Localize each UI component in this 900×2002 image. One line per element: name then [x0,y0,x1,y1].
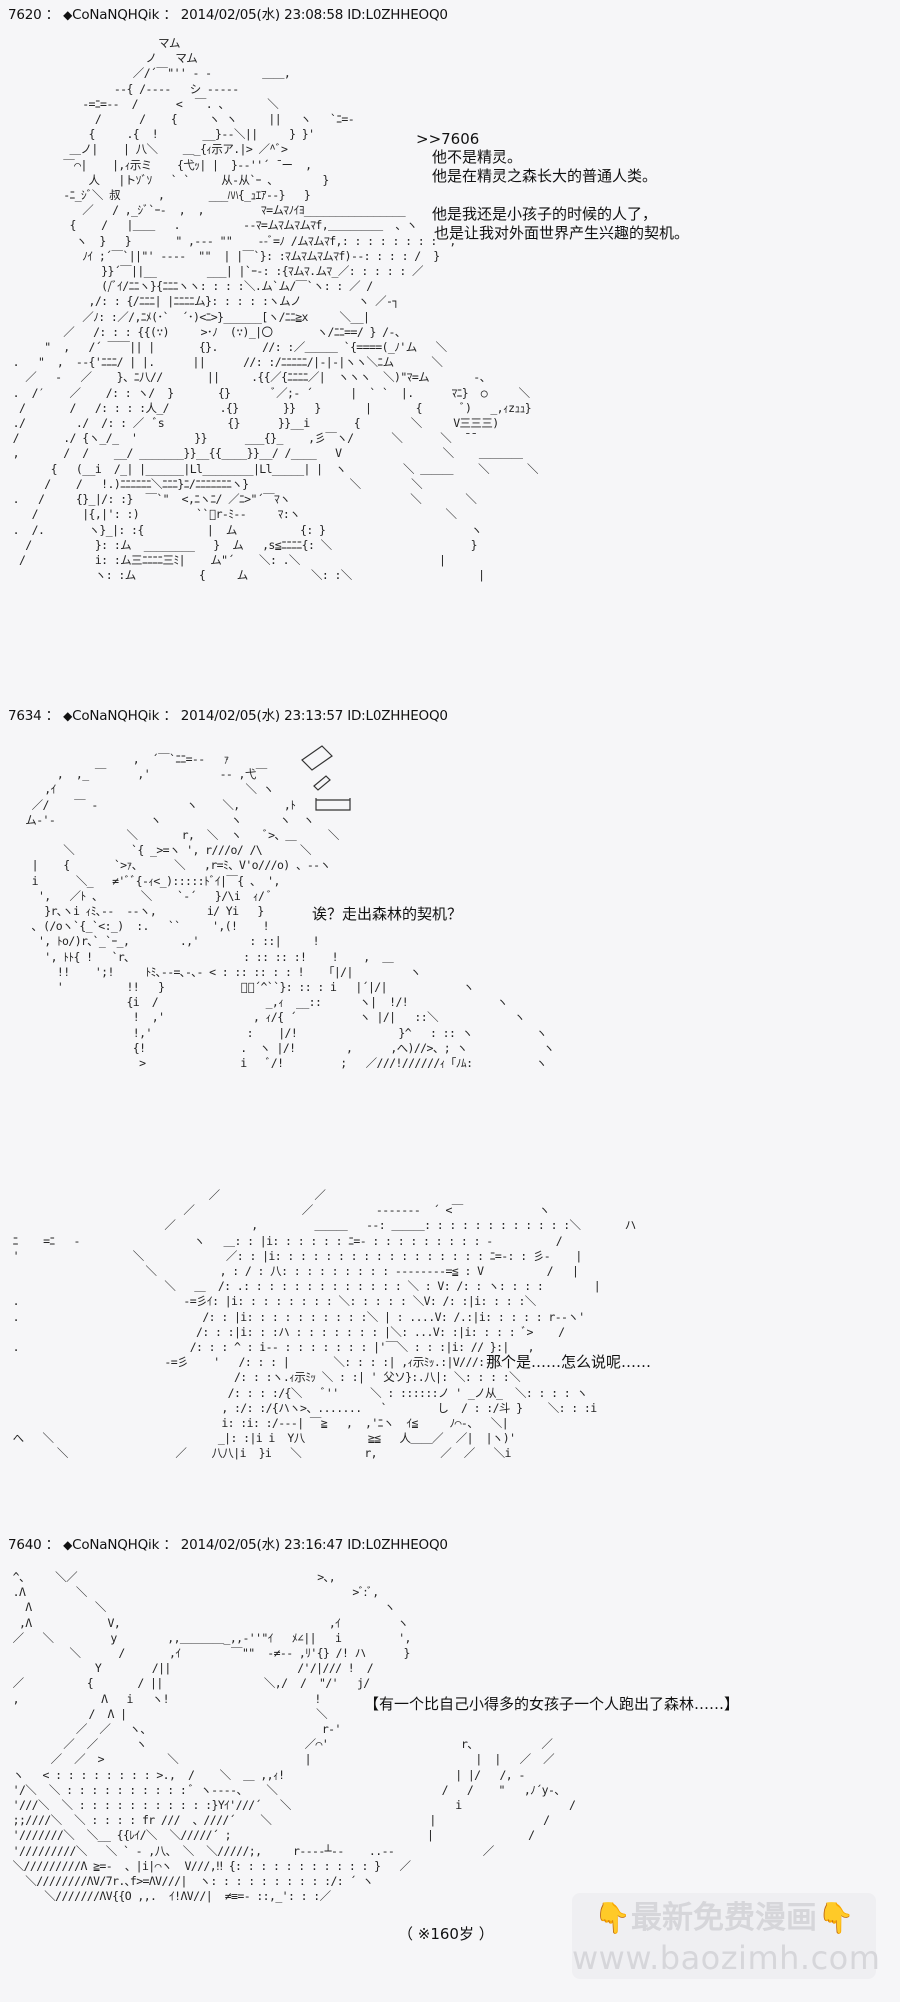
post-date: 2014/02/05(水) 23:08:58 [180,7,344,23]
reply-link[interactable]: >>7606 [416,130,480,148]
site-watermark: 👇最新免费漫画👇 www.baozimh.com [572,1893,881,1979]
post-author[interactable]: CoNaNQHQik [72,1537,160,1553]
post-header: 7620 ： ◆CoNaNQHQik ： 2014/02/05(水) 23:08… [8,6,448,24]
speech-mark-icon [301,745,351,811]
separator: ： [163,7,177,23]
post-author[interactable]: CoNaNQHQik [72,708,160,724]
dialogue-line: 他不是精灵。 [432,148,523,166]
ascii-art-girl-surprised: , ´￣`ﾆﾆ=‐- ｧ , ,_ ￣ ,' ‐- ,弋￣ ,ｲ ＼ ヽ ／/ … [25,752,555,1071]
post-header: 7640 ： ◆CoNaNQHQik ： 2014/02/05(水) 23:16… [8,1536,448,1554]
dialogue-line: 他是在精灵之森长大的普通人类。 [432,167,658,185]
age-note: （ ※160岁 ） [398,1925,494,1943]
post-id: ID:L0ZHHEOQ0 [347,7,448,23]
trip-diamond-icon: ◆ [63,8,73,22]
post-number: 7640 [8,1537,42,1553]
narration-line: 【有一个比自己小得多的女孩子一个人跑出了森林……】 [364,1695,740,1713]
dialogue-line: 诶？走出森林的契机？ [312,905,463,923]
pointing-hand-down-icon: 👇 [817,1901,855,1936]
trip-diamond-icon: ◆ [63,709,73,723]
post-date: 2014/02/05(水) 23:13:57 [180,708,344,724]
ascii-art-girl-thinking: ／ ／ ／ ／ ------- ´ <￣ ヽ ／ , ＿＿＿ -‐: ＿＿＿: … [12,1188,637,1461]
post-author[interactable]: CoNaNQHQik [72,7,160,23]
post-date: 2014/02/05(水) 23:16:47 [180,1537,344,1553]
watermark-url: www.baozimh.com [572,1939,881,1977]
separator: ： [163,1537,177,1553]
post-number: 7620 [8,7,42,23]
ascii-art-forest-girl: ^、 ＼／ >､, .Λ ＼ >ﾞ:ﾞ, Λ ＼ ヽ ,Λ V, [12,1570,576,1904]
dialogue-line: 那个是……怎么说呢…… [486,1353,652,1371]
post-number: 7634 [8,708,42,724]
post-header: 7634 ： ◆CoNaNQHQik ： 2014/02/05(水) 23:13… [8,707,448,725]
dialogue-line: 他是我还是小孩子的时候的人了， [432,205,658,223]
post-id: ID:L0ZHHEOQ0 [347,1537,448,1553]
ascii-art-elf-boy: マム ノ マム ／/´￣"'' - - ＿＿, --{ /---- シ -‐--… [12,36,539,583]
trip-diamond-icon: ◆ [63,1538,73,1552]
pointing-hand-down-icon: 👇 [593,1901,631,1936]
post-id: ID:L0ZHHEOQ0 [347,708,448,724]
separator: ： [45,7,60,23]
dialogue-line: 也是让我对外面世界产生兴趣的契机。 [434,224,690,242]
separator: ： [45,1537,60,1553]
watermark-slogan: 最新免费漫画 [631,1900,817,1936]
separator: ： [45,708,60,724]
separator: ： [163,708,177,724]
